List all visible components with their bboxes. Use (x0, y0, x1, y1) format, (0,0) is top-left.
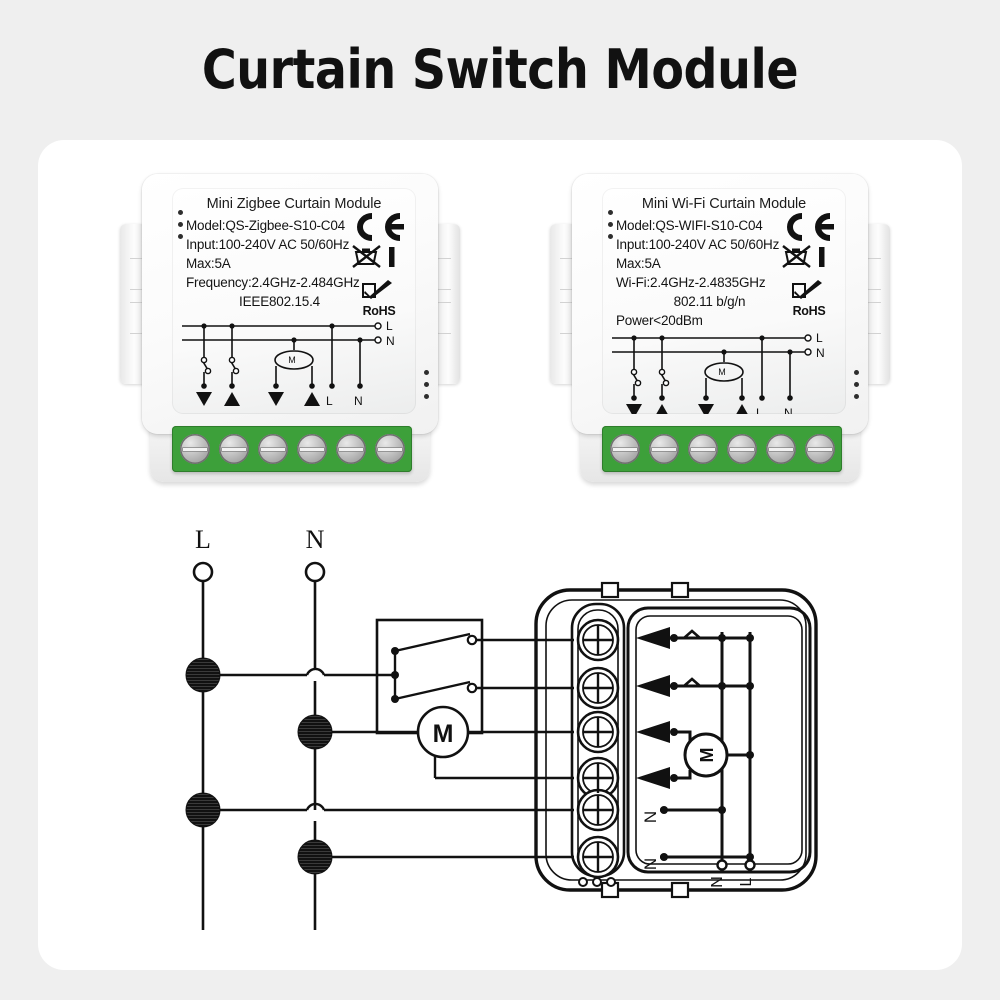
ear-notch (436, 258, 451, 290)
mounting-ear-left (550, 224, 576, 384)
svg-text:N: N (386, 334, 395, 348)
mounting-ear-left (120, 224, 146, 384)
spec-max: Max:5A (616, 256, 661, 271)
svg-text:L: L (326, 394, 333, 408)
internal-arrows (636, 627, 670, 789)
rohs-label: RoHS (362, 304, 396, 318)
side-led-dots (854, 370, 859, 399)
terminal-screw[interactable] (609, 434, 640, 464)
svg-text:L: L (756, 406, 763, 414)
wire-junctions (185, 657, 333, 875)
supply-terminal-l (192, 561, 214, 583)
branch-l-to-module (203, 802, 574, 812)
svg-text:L: L (386, 319, 393, 333)
spec-wifi: Wi-Fi:2.4GHz-2.4835GHz (616, 275, 766, 290)
terminal-screw[interactable] (296, 434, 327, 464)
wiring-diagram: L N (150, 520, 850, 945)
module-terminals (576, 618, 620, 879)
module-title-zigbee: Mini Zigbee Curtain Module (206, 196, 382, 212)
supply-terminal-n (304, 561, 326, 583)
terminal-screw[interactable] (687, 434, 718, 464)
terminal-screw[interactable] (804, 434, 835, 464)
supply-label-l: L (195, 525, 211, 554)
terminal-screw[interactable] (374, 434, 405, 464)
terminal-screw[interactable] (257, 434, 288, 464)
terminal-screw[interactable] (335, 434, 366, 464)
spec-standard: IEEE802.15.4 (239, 294, 320, 309)
terminal-screw[interactable] (726, 434, 757, 464)
lineart-led-dots (578, 877, 616, 887)
status-led-dots (608, 210, 613, 239)
page-title: Curtain Switch Module (201, 38, 799, 101)
motor-output-wires (433, 730, 574, 780)
module-body: Mini Zigbee Curtain Module Model:QS-Zigb… (142, 174, 438, 434)
rohs-mark: RoHS (778, 278, 840, 318)
ear-notch (866, 302, 881, 334)
certification-marks: RoHS (778, 212, 840, 318)
rohs-mark: RoHS (348, 278, 410, 318)
spec-max: Max:5A (186, 256, 231, 271)
internal-label-n2: N (641, 858, 660, 870)
svg-text:N: N (816, 346, 825, 360)
ear-notch (436, 302, 451, 334)
rohs-check-icon (792, 280, 822, 299)
spec-input: Input:100-240V AC 50/60Hz (186, 237, 350, 252)
certification-marks: RoHS (348, 212, 410, 318)
terminal-screw[interactable] (218, 434, 249, 464)
svg-text:M: M (288, 355, 296, 365)
supply-rails (201, 581, 317, 930)
terminal-label-l: L (738, 877, 755, 886)
terminal-screw[interactable] (765, 434, 796, 464)
side-led-dots (424, 370, 429, 399)
spec-model: Model:QS-Zigbee-S10-C04 (186, 218, 345, 233)
svg-text:M: M (718, 367, 726, 377)
spec-standard: 802.11 b/g/n (673, 294, 746, 309)
module-label-face: Mini Wi-Fi Curtain Module Model:QS-WIFI-… (602, 188, 846, 414)
motor-label: M (433, 720, 454, 748)
weee-icon (778, 244, 840, 275)
product-module-zigbee: Mini Zigbee Curtain Module Model:QS-Zigb… (120, 172, 460, 492)
product-module-wifi: Mini Wi-Fi Curtain Module Model:QS-WIFI-… (550, 172, 890, 492)
mounting-ear-right (434, 224, 460, 384)
ce-icon (348, 212, 410, 242)
internal-motor: M (683, 732, 729, 778)
printed-schematic-zigbee: M L N L (180, 316, 412, 413)
svg-text:M: M (697, 748, 717, 763)
svg-text:N: N (784, 406, 793, 414)
internal-label-n: N (641, 811, 660, 823)
module-internal-schematic: M (636, 627, 756, 888)
switch-output-wires (476, 638, 574, 690)
printed-schematic-wifi: M L N L (610, 328, 842, 414)
svg-text:N: N (354, 394, 363, 408)
status-led-dots (178, 210, 183, 239)
spec-input: Input:100-240V AC 50/60Hz (616, 237, 780, 252)
spec-power: Power<20dBm (616, 313, 703, 328)
motor-symbol: M (416, 705, 470, 759)
spec-frequency: Frequency:2.4GHz-2.484GHz (186, 275, 360, 290)
terminal-screw[interactable] (179, 434, 210, 464)
rohs-check-icon (362, 280, 392, 299)
terminal-screw[interactable] (648, 434, 679, 464)
weee-icon (348, 244, 410, 275)
branch-l-to-switch (203, 667, 377, 677)
ear-notch (866, 258, 881, 290)
module-label-face: Mini Zigbee Curtain Module Model:QS-Zigb… (172, 188, 416, 414)
module-body: Mini Wi-Fi Curtain Module Model:QS-WIFI-… (572, 174, 868, 434)
rohs-label: RoHS (792, 304, 826, 318)
svg-text:L: L (816, 331, 823, 345)
terminal-block-zigbee (172, 426, 412, 472)
spec-model: Model:QS-WIFI-S10-C04 (616, 218, 763, 233)
module-title-wifi: Mini Wi-Fi Curtain Module (641, 196, 807, 212)
ce-icon (778, 212, 840, 242)
terminal-label-n: N (709, 876, 726, 888)
supply-label-n: N (306, 525, 325, 554)
terminal-block-wifi (602, 426, 842, 472)
